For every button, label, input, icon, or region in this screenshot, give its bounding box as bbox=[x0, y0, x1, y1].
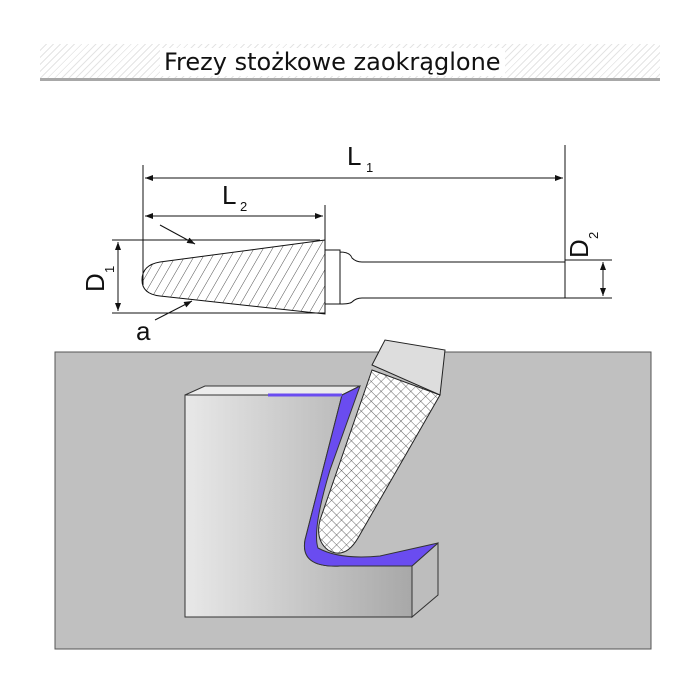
label-D1-sub: 1 bbox=[102, 266, 117, 273]
tool-drawing bbox=[112, 145, 612, 321]
page-title: Frezy stożkowe zaokrąglone bbox=[160, 48, 505, 76]
label-L2-sub: 2 bbox=[240, 199, 247, 214]
burr-shank bbox=[371, 339, 446, 396]
label-D2: D bbox=[564, 239, 594, 258]
cut-surface bbox=[303, 384, 439, 567]
shank bbox=[325, 249, 566, 305]
label-D1: D bbox=[80, 273, 110, 292]
burr-head bbox=[318, 370, 440, 554]
label-a: a bbox=[136, 316, 151, 346]
label-D2-sub: 2 bbox=[586, 232, 601, 239]
cutter-head bbox=[141, 239, 326, 315]
label-L1-sub: 1 bbox=[366, 160, 373, 175]
label-L2: L bbox=[222, 180, 236, 210]
label-L1: L bbox=[347, 141, 361, 171]
usage-illustration bbox=[54, 339, 652, 650]
